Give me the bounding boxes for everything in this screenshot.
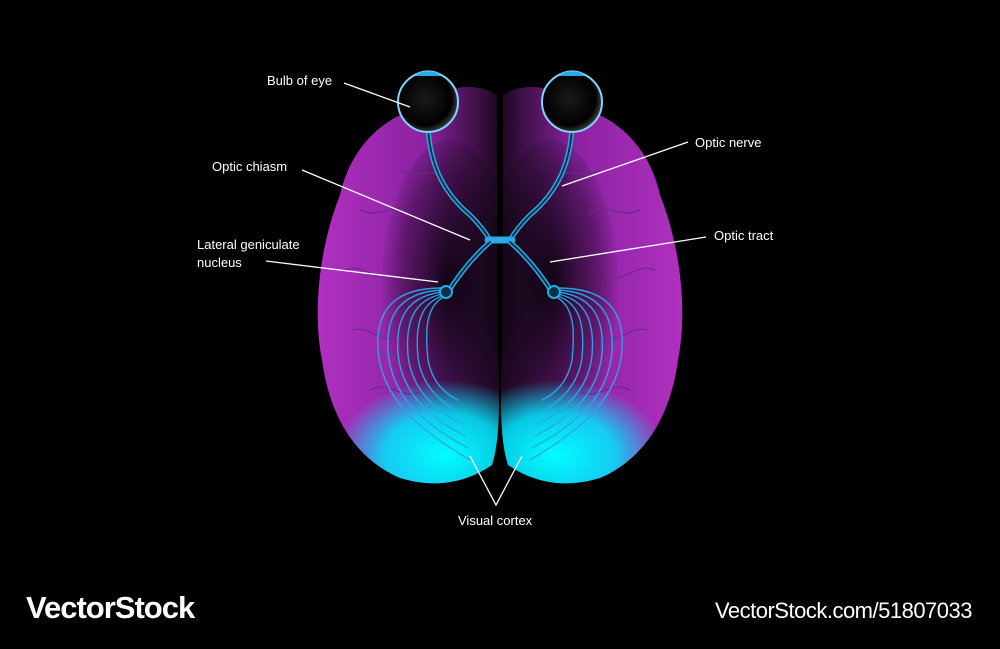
leader-lgn <box>265 260 439 283</box>
label-optic-nerve: Optic nerve <box>695 135 762 150</box>
optic-radiation-left <box>377 287 471 461</box>
eye-left <box>397 70 459 133</box>
leader-optic-nerve <box>561 141 689 187</box>
label-lgn-line1: Lateral geniculate <box>197 237 300 252</box>
label-lgn-line2: nucleus <box>197 255 242 270</box>
watermark-id: VectorStock.com/51807033 <box>714 598 973 623</box>
leader-lines <box>265 82 707 507</box>
leader-optic-tract <box>549 236 707 263</box>
optic-radiation-right <box>529 287 623 461</box>
label-optic-chiasm: Optic chiasm <box>212 159 288 174</box>
label-visual-cortex: Visual cortex <box>458 513 533 528</box>
label-optic-tract: Optic tract <box>714 228 774 243</box>
lgn-left <box>439 285 453 299</box>
leader-optic-chiasm <box>301 169 471 241</box>
watermark-logo: VectorStock <box>26 590 195 625</box>
label-bulb-of-eye: Bulb of eye <box>267 73 333 88</box>
left-hemisphere <box>317 86 500 484</box>
leader-bulb-of-eye <box>343 82 411 108</box>
visual-pathway <box>377 125 623 461</box>
lgn-right <box>547 285 561 299</box>
leader-visual-cortex <box>469 455 523 507</box>
eye-right <box>541 70 603 133</box>
